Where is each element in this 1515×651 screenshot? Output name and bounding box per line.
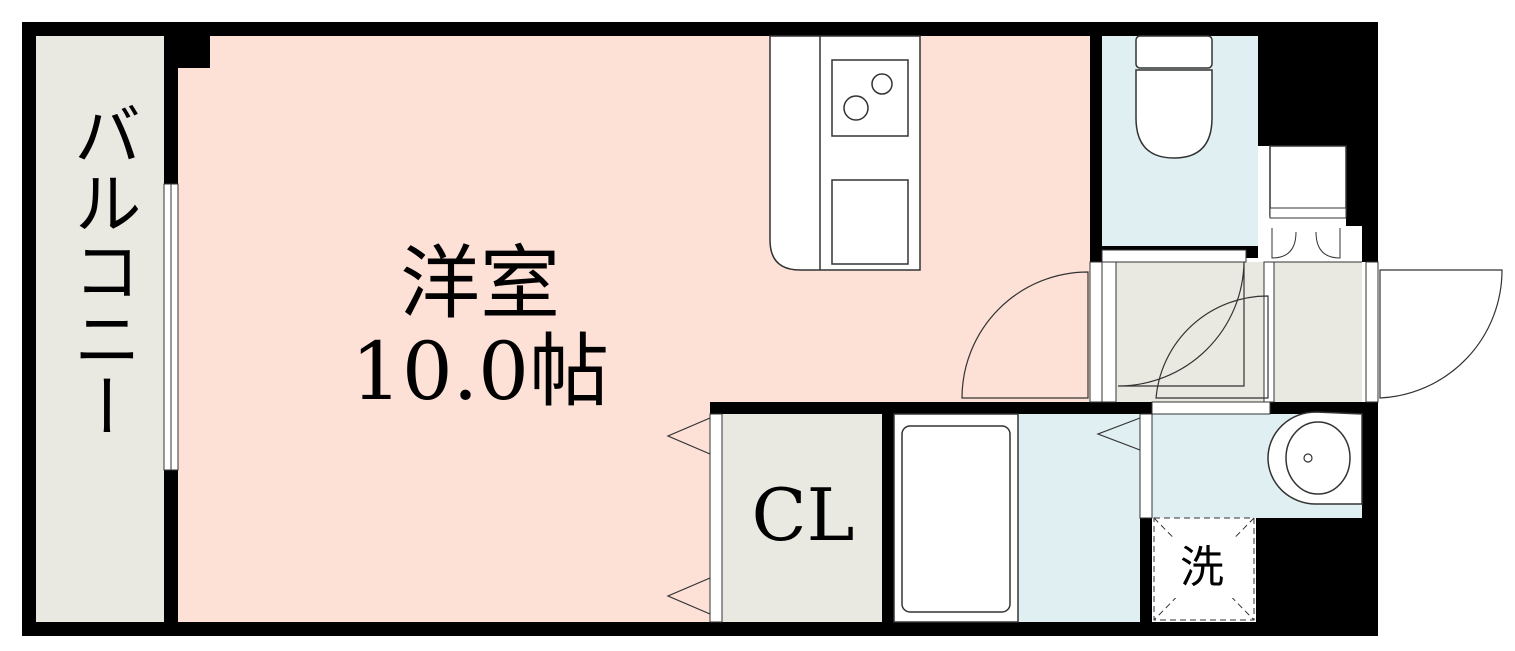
door-swing-toilet [1117,261,1245,387]
toilet-wall-left [1090,22,1102,262]
toilet-tank [1135,35,1213,69]
washer-label: 洗 [1160,538,1244,598]
door-swing-western [961,271,1089,399]
door-swing-entrance [1379,269,1503,399]
sink [831,179,909,265]
storage-wall [1346,146,1362,226]
outer-wall-top [22,22,1378,36]
outer-wall-right-upper [1362,22,1378,262]
toilet-bowl [1135,69,1213,159]
outer-wall-bottom [22,622,1378,636]
storage-box [1269,145,1347,217]
closet-door-upper [666,417,711,455]
outer-wall-left [22,22,36,636]
bathtub [901,425,1011,613]
closet-bath-wall [882,402,894,636]
balcony-label: バルコニー [61,100,140,440]
closet-area [722,414,884,622]
shaft-column [1258,22,1362,146]
western-room-size: 10.0帖 [350,325,610,418]
burner-small [871,73,893,95]
western-room-label: 洋室 [400,237,560,330]
balcony-wall-lower [164,470,178,636]
burner-large [843,95,869,121]
stove [831,59,909,137]
washroom-column [1256,518,1378,636]
hallway-area [1102,262,1362,402]
door-swing-washroom [1155,295,1269,399]
closet-door-lower [666,577,711,615]
balcony-area [36,36,166,622]
closet-label: CL [751,473,855,557]
corner-column [164,22,210,68]
washer-space [1153,517,1255,621]
bath-door [1096,417,1141,451]
